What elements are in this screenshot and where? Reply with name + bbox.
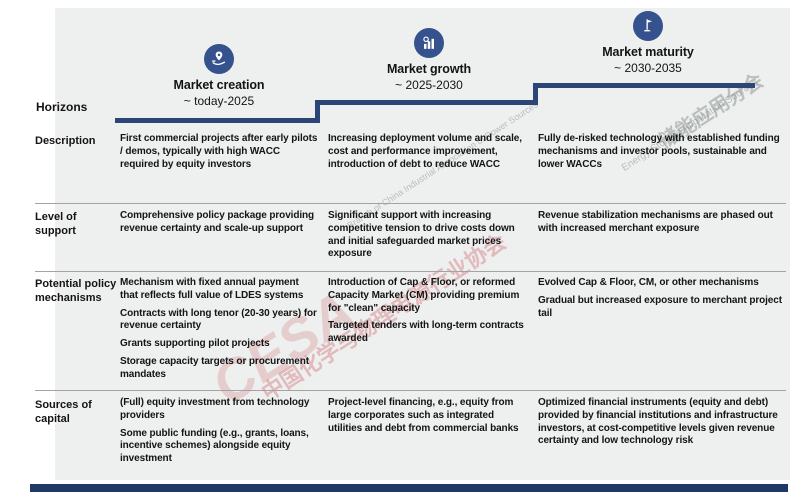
- phase-market-growth: Market growth ~ 2025-2030: [328, 28, 530, 92]
- timeline-riser-2: [533, 83, 538, 105]
- flag-icon: [633, 11, 663, 41]
- cell-text: Gradual but increased exposure to mercha…: [538, 294, 782, 319]
- row-label-level-of-support: Level of support: [35, 211, 77, 237]
- cell-support-growth: Significant support with increasing comp…: [328, 210, 530, 266]
- row-label-policy-mechanisms: Potential policy mechanisms: [35, 278, 117, 304]
- cell-text: Revenue stabilization mechanisms are pha…: [538, 210, 773, 234]
- bar-chart-magnifier-icon: [414, 28, 444, 58]
- row-label-description: Description: [35, 135, 96, 147]
- cell-text: Mechanism with fixed annual payment that…: [120, 277, 304, 301]
- cell-text: Grants supporting pilot projects: [120, 338, 270, 350]
- phase-title: Market creation: [173, 78, 265, 92]
- row-label-sources-of-capital: Sources of capital: [35, 399, 92, 425]
- timeline-step-3: [533, 83, 755, 88]
- cell-support-maturity: Revenue stabilization mechanisms are pha…: [538, 210, 786, 241]
- bottom-accent-bar: [30, 484, 788, 492]
- cell-text: Storage capacity targets or procurement …: [120, 355, 309, 380]
- row-separator: [35, 203, 786, 204]
- cell-text: Fully de-risked technology with establis…: [538, 133, 780, 170]
- row-separator: [35, 271, 786, 272]
- hand-location-pin-icon: [204, 44, 234, 74]
- cell-text: Targeted tenders with long-term contract…: [328, 320, 524, 345]
- cell-capital-growth: Project-level financing, e.g., equity fr…: [328, 397, 530, 440]
- cell-policy-growth: Introduction of Cap & Floor, or reformed…: [328, 277, 530, 351]
- cell-text: Some public funding (e.g., grants, loans…: [120, 427, 309, 465]
- timeline-riser-1: [315, 100, 320, 123]
- cell-text: Comprehensive policy package providing r…: [120, 210, 315, 234]
- cell-text: Evolved Cap & Floor, CM, or other mechan…: [538, 277, 759, 288]
- cell-capital-creation: (Full) equity investment from technology…: [120, 397, 318, 471]
- phase-title: Market growth: [386, 62, 472, 76]
- phase-timeline: ~ today-2025: [183, 94, 255, 108]
- phase-market-creation: Market creation ~ today-2025: [120, 44, 318, 108]
- row-separator: [35, 390, 786, 391]
- phase-market-maturity: Market maturity ~ 2030-2035: [538, 11, 758, 75]
- cell-capital-maturity: Optimized financial instruments (equity …: [538, 397, 786, 453]
- timeline-step-2: [315, 100, 538, 105]
- horizons-label: Horizons: [36, 100, 88, 114]
- phase-timeline: ~ 2030-2035: [614, 61, 682, 75]
- cell-description-maturity: Fully de-risked technology with establis…: [538, 133, 786, 176]
- phase-timeline: ~ 2025-2030: [395, 78, 463, 92]
- cell-text: Introduction of Cap & Floor, or reformed…: [328, 277, 520, 314]
- cell-text: Project-level financing, e.g., equity fr…: [328, 397, 519, 434]
- timeline-step-1: [115, 118, 320, 123]
- cell-policy-creation: Mechanism with fixed annual payment that…: [120, 277, 318, 387]
- cell-text: Increasing deployment volume and scale, …: [328, 133, 522, 170]
- phase-title: Market maturity: [602, 45, 694, 59]
- cell-description-creation: First commercial projects after early pi…: [120, 133, 318, 176]
- cell-support-creation: Comprehensive policy package providing r…: [120, 210, 318, 241]
- cell-policy-maturity: Evolved Cap & Floor, CM, or other mechan…: [538, 277, 786, 325]
- cell-text: First commercial projects after early pi…: [120, 133, 318, 170]
- cell-description-growth: Increasing deployment volume and scale, …: [328, 133, 530, 176]
- cell-text: (Full) equity investment from technology…: [120, 397, 310, 421]
- cell-text: Optimized financial instruments (equity …: [538, 397, 778, 447]
- cell-text: Significant support with increasing comp…: [328, 210, 515, 260]
- cell-text: Contracts with long tenor (20-30 years) …: [120, 307, 317, 332]
